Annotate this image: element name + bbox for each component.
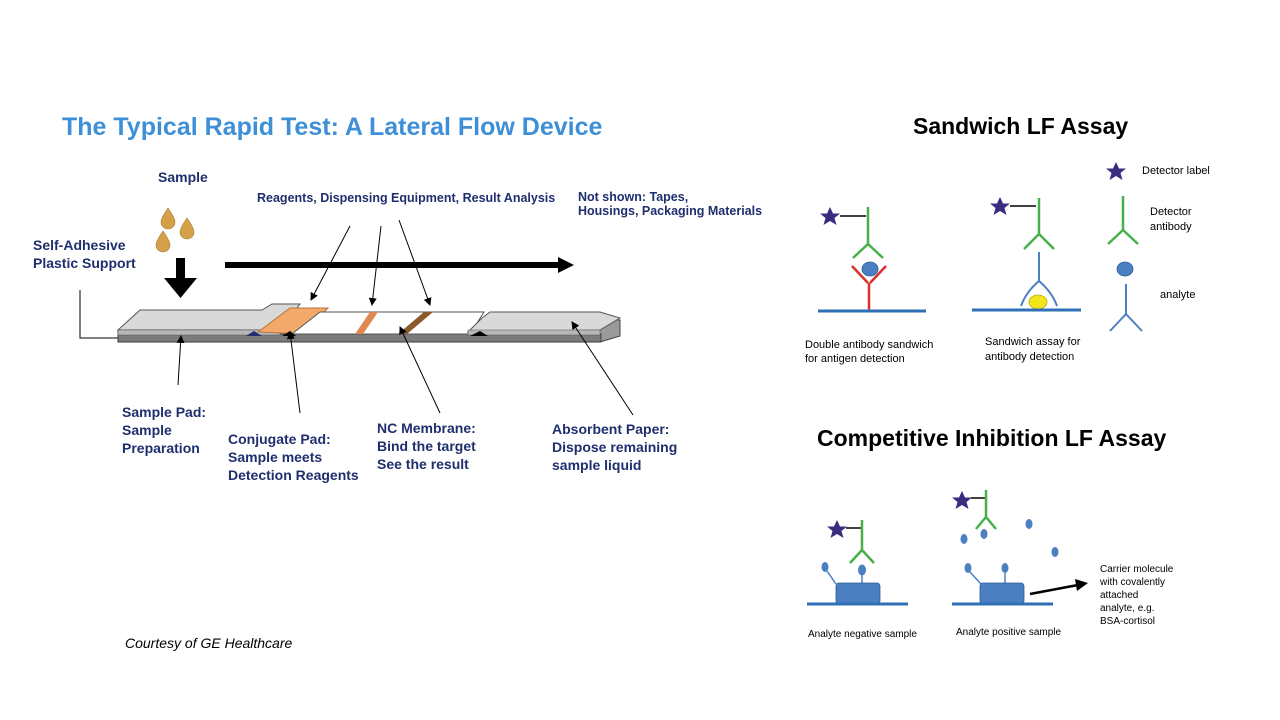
test-line (355, 312, 378, 334)
component-pointers (176, 321, 634, 416)
svg-text:Not shown: Tapes,: Not shown: Tapes, (578, 190, 688, 204)
star-icon (820, 207, 840, 225)
legend-detector-antibody-text: Detector antibody (1150, 206, 1195, 233)
star-icon (1106, 162, 1126, 180)
sample-pad-label: Sample Pad: Sample Preparation (122, 404, 210, 456)
control-line (398, 312, 433, 334)
star-icon (827, 520, 847, 538)
competitive-title: Competitive Inhibition LF Assay (817, 425, 1166, 451)
svg-text:Analyte positive sample: Analyte positive sample (956, 627, 1061, 638)
sandwich-antigen-panel: Double antibody sandwich for antigen det… (805, 207, 936, 365)
credit-text: Courtesy of GE Healthcare (125, 635, 293, 651)
carrier-label: Carrier molecule with covalently attache… (1099, 564, 1176, 627)
flow-direction-arrow (225, 257, 574, 273)
nc-membrane-label: NC Membrane: Bind the target See the res… (377, 420, 480, 472)
svg-text:analyte: analyte (1160, 289, 1195, 301)
sandwich-title: Sandwich LF Assay (913, 113, 1128, 139)
conjugate-pad-label: Conjugate Pad: Sample meets Detection Re… (228, 431, 359, 483)
competitive-negative-panel: Analyte negative sample (807, 520, 917, 640)
legend-detector-label: Detector label (1106, 162, 1210, 180)
support-label: Self-Adhesive Plastic Support (33, 237, 136, 271)
sandwich-antibody-panel: Sandwich assay for antibody detection (972, 197, 1083, 363)
svg-text:Detector label: Detector label (1142, 165, 1210, 177)
carrier-arrow (1029, 579, 1088, 596)
legend-detector-antibody: Detector antibody (1107, 196, 1195, 245)
antibody-icon (1107, 196, 1139, 245)
reagents-label: Reagents, Dispensing Equipment, Result A… (257, 191, 555, 205)
svg-text:Double antibody sandwich: Double antibody sandwich for antigen det… (805, 339, 936, 365)
svg-text:Sandwich assay for antib: Sandwich assay for antibody detection (985, 336, 1083, 363)
sample-label: Sample (158, 169, 208, 185)
legend-analyte: analyte (1109, 261, 1195, 332)
sample-down-arrow (164, 258, 197, 298)
test-strip (116, 303, 622, 343)
receptor-icon (1109, 284, 1143, 332)
reagent-pointers (310, 219, 432, 306)
svg-text:Analyte negative sample: Analyte negative sample (808, 629, 917, 640)
support-leader-line (79, 290, 118, 339)
sample-drops (155, 207, 195, 253)
lfd-title: The Typical Rapid Test: A Lateral Flow D… (62, 113, 603, 141)
competitive-positive-panel: Analyte positive sample (952, 490, 1061, 638)
analyte-icon (1116, 261, 1134, 277)
absorbent-paper (466, 311, 622, 333)
star-icon (990, 197, 1010, 215)
nc-membrane (290, 311, 485, 335)
absorbent-paper-label: Absorbent Paper: Dispose remaining sampl… (552, 421, 681, 473)
not-shown-label: Not shown: Tapes, Housings, Packaging Ma… (578, 190, 762, 218)
star-icon (952, 491, 972, 509)
svg-text:Housings, Packaging Materials: Housings, Packaging Materials (578, 204, 762, 218)
